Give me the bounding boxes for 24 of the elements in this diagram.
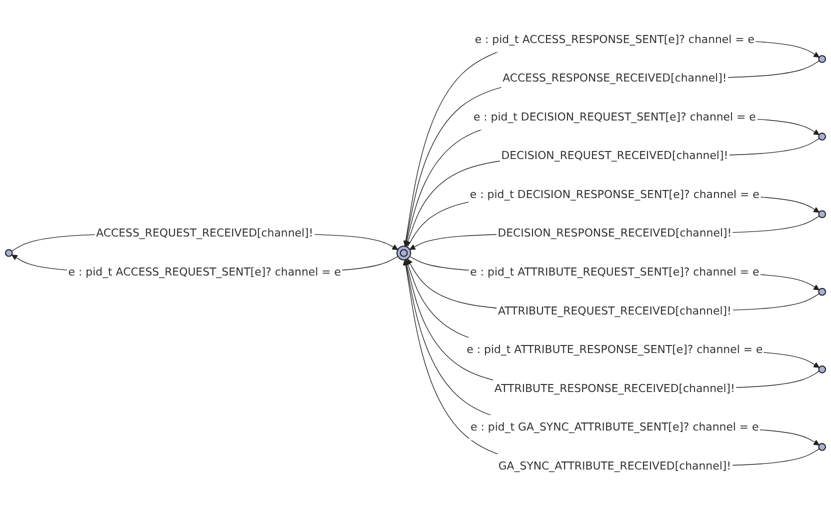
node-circle xyxy=(4,249,13,257)
edge-label: e : pid_t ACCESS_REQUEST_SENT[e]? channel = e xyxy=(68,265,341,278)
node-circle xyxy=(818,443,826,451)
edge-label: e : pid_t ATTRIBUTE_REQUEST_SENT[e]? channel = e xyxy=(470,265,760,278)
node-circle xyxy=(818,55,826,63)
edge-label: DECISION_RESPONSE_RECEIVED[channel]! xyxy=(498,226,732,240)
edge-label: ATTRIBUTE_REQUEST_RECEIVED[channel]! xyxy=(498,304,732,318)
node-circle xyxy=(396,246,412,260)
node-circle xyxy=(818,288,826,296)
edge-label: ACCESS_RESPONSE_RECEIVED[channel]! xyxy=(502,71,727,84)
node-circle xyxy=(818,365,826,374)
arrow xyxy=(404,259,820,390)
node-circle xyxy=(818,210,826,218)
edge-label: ATTRIBUTE_RESPONSE_RECEIVED[channel]! xyxy=(494,382,735,395)
edge-label: ACCESS_REQUEST_RECEIVED[channel]! xyxy=(96,226,314,240)
node-circle xyxy=(818,132,826,141)
edge-label: e : pid_t GA_SYNC_ATTRIBUTE_SENT[e]? channel = e xyxy=(470,420,759,434)
edge-label: GA_SYNC_ATTRIBUTE_RECEIVED[channel]! xyxy=(498,459,731,472)
arrow xyxy=(405,138,820,247)
edge-label: e : pid_t DECISION_RESPONSE_SENT[e]? channel = e xyxy=(470,188,760,201)
edge-label: e : pid_t ACCESS_RESPONSE_SENT[e]? channel = e xyxy=(474,32,755,46)
edge-label: e : pid_t DECISION_REQUEST_SENT[e]? channel = e xyxy=(473,110,756,124)
edge-label: DECISION_REQUEST_RECEIVED[channel]! xyxy=(501,148,728,162)
edge-label: e : pid_t ATTRIBUTE_RESPONSE_SENT[e]? channel = e xyxy=(466,342,763,356)
